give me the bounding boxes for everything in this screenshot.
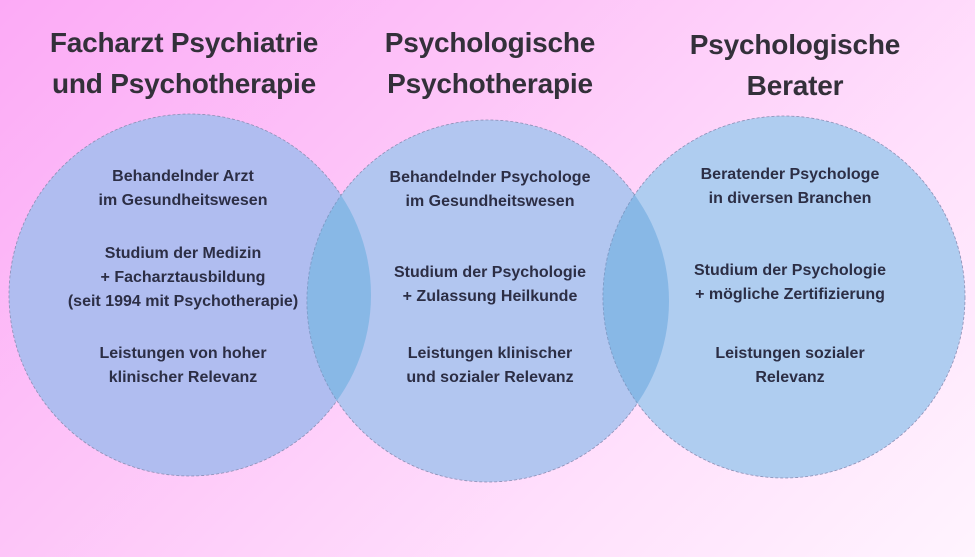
circle-3-block-education: Studium der Psychologie + mögliche Zerti… — [630, 259, 950, 307]
text-line: und sozialer Relevanz — [406, 369, 574, 386]
circle-berater — [602, 115, 966, 479]
title-line: und Psychotherapie — [51, 68, 316, 99]
text-line: Leistungen klinischer — [407, 345, 573, 362]
text-line: Leistungen sozialer — [715, 345, 865, 362]
circle-3-block-services: Leistungen sozialer Relevanz — [630, 342, 950, 390]
circle-1-block-education: Studium der Medizin + Facharztausbildung… — [23, 242, 343, 314]
title-line: Facharzt Psychiatrie — [49, 27, 319, 58]
text-line: Studium der Psychologie — [393, 264, 587, 281]
title-line: Psychologische — [384, 27, 596, 58]
text-line: Studium der Medizin — [104, 245, 262, 262]
circle-2-block-services: Leistungen klinischer und sozialer Relev… — [330, 342, 650, 390]
title-psychologische-psychotherapie: Psychologische Psychotherapie — [320, 22, 660, 104]
title-line: Psychotherapie — [387, 68, 593, 99]
circle-1-block-services: Leistungen von hoher klinischer Relevanz — [23, 342, 343, 390]
circle-1-block-role: Behandelnder Arzt im Gesundheitswesen — [23, 165, 343, 213]
circle-3-block-role: Beratender Psychologe in diversen Branch… — [630, 163, 950, 211]
text-line: + mögliche Zertifizierung — [695, 286, 885, 303]
text-line: Behandelnder Arzt — [112, 168, 254, 185]
text-line: (seit 1994 mit Psychotherapie) — [67, 293, 299, 310]
text-line: + Facharztausbildung — [100, 269, 266, 286]
text-line: Studium der Psychologie — [693, 262, 887, 279]
title-psychologische-berater: Psychologische Berater — [625, 24, 965, 106]
text-line: + Zulassung Heilkunde — [402, 288, 578, 305]
text-line: im Gesundheitswesen — [98, 192, 268, 209]
text-line: im Gesundheitswesen — [405, 193, 575, 210]
title-facharzt-psychiatrie: Facharzt Psychiatrie und Psychotherapie — [14, 22, 354, 104]
text-line: Behandelnder Psychologe — [389, 169, 591, 186]
circle-2-block-role: Behandelnder Psychologe im Gesundheitswe… — [330, 166, 650, 214]
text-line: klinischer Relevanz — [108, 369, 258, 386]
text-line: Leistungen von hoher — [99, 345, 267, 362]
circle-2-block-education: Studium der Psychologie + Zulassung Heil… — [330, 261, 650, 309]
text-line: Relevanz — [755, 369, 825, 386]
text-line: in diversen Branchen — [708, 190, 872, 207]
title-line: Berater — [746, 70, 844, 101]
text-line: Beratender Psychologe — [700, 166, 880, 183]
title-line: Psychologische — [689, 29, 901, 60]
